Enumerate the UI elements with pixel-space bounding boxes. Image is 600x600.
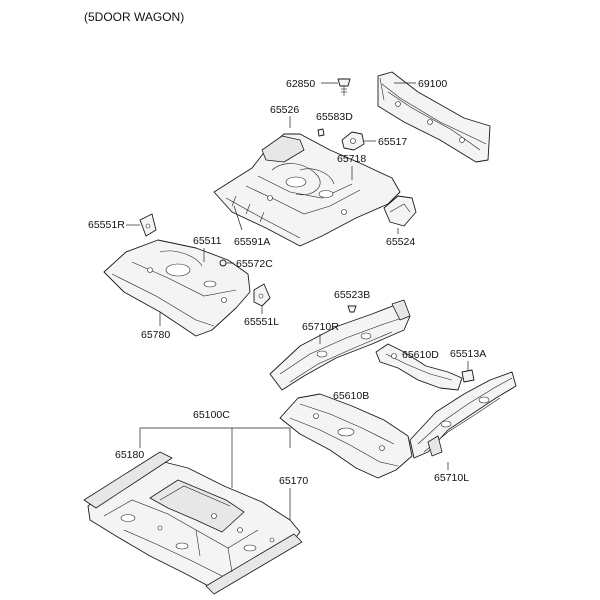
part-65610B-cross-member-drawing[interactable] — [279, 393, 413, 479]
label-65100C[interactable]: 65100C — [193, 409, 230, 421]
label-65583D[interactable]: 65583D — [316, 111, 353, 123]
part-69100-rear-panel-drawing[interactable] — [377, 71, 491, 163]
label-65710L[interactable]: 65710L — [434, 472, 469, 484]
label-65511[interactable]: 65511 — [193, 235, 222, 247]
label-65513A[interactable]: 65513A — [450, 348, 486, 360]
part-65710L-side-member-drawing[interactable] — [409, 371, 517, 459]
part-62850-bolt-drawing[interactable] — [337, 78, 351, 96]
part-65523B-clip-drawing[interactable] — [347, 305, 357, 313]
label-65572C[interactable]: 65572C — [236, 258, 273, 270]
label-65610D[interactable]: 65610D — [402, 349, 439, 361]
label-69100[interactable]: 69100 — [418, 78, 447, 90]
diagram-title: (5DOOR WAGON) — [84, 10, 184, 24]
label-65180[interactable]: 65180 — [115, 449, 144, 461]
label-65551L[interactable]: 65551L — [244, 316, 279, 328]
part-65572C-clip-drawing[interactable] — [219, 259, 227, 267]
part-65583D-clip-drawing[interactable] — [317, 128, 325, 137]
part-65524-bracket-drawing[interactable] — [383, 195, 417, 227]
part-65551L-bracket-drawing[interactable] — [253, 283, 271, 307]
label-65526[interactable]: 65526 — [270, 104, 299, 116]
part-65610D-cross-member-drawing[interactable] — [375, 343, 463, 391]
part-65718-rear-floor-drawing[interactable] — [213, 133, 401, 247]
label-65523B[interactable]: 65523B — [334, 289, 370, 301]
part-65551R-bracket-drawing[interactable] — [139, 213, 157, 237]
label-65591A[interactable]: 65591A — [234, 236, 270, 248]
part-65100C-front-floor-drawing[interactable] — [83, 451, 303, 595]
label-65718[interactable]: 65718 — [337, 153, 366, 165]
label-65710R[interactable]: 65710R — [302, 321, 339, 333]
label-65551R[interactable]: 65551R — [88, 219, 125, 231]
part-65710R-side-member-drawing[interactable] — [269, 299, 411, 391]
leader-65100C-bracket — [139, 427, 291, 448]
part-65511-panel-drawing[interactable] — [103, 239, 251, 337]
label-65524[interactable]: 65524 — [386, 236, 415, 248]
part-65513A-bracket-drawing[interactable] — [461, 369, 475, 383]
label-65610B[interactable]: 65610B — [333, 390, 369, 402]
label-65780[interactable]: 65780 — [141, 329, 170, 341]
leader-65591A — [233, 205, 243, 231]
label-65517[interactable]: 65517 — [378, 136, 407, 148]
label-65170[interactable]: 65170 — [279, 475, 308, 487]
part-65517-bracket-drawing[interactable] — [341, 131, 365, 151]
label-62850[interactable]: 62850 — [286, 78, 315, 90]
